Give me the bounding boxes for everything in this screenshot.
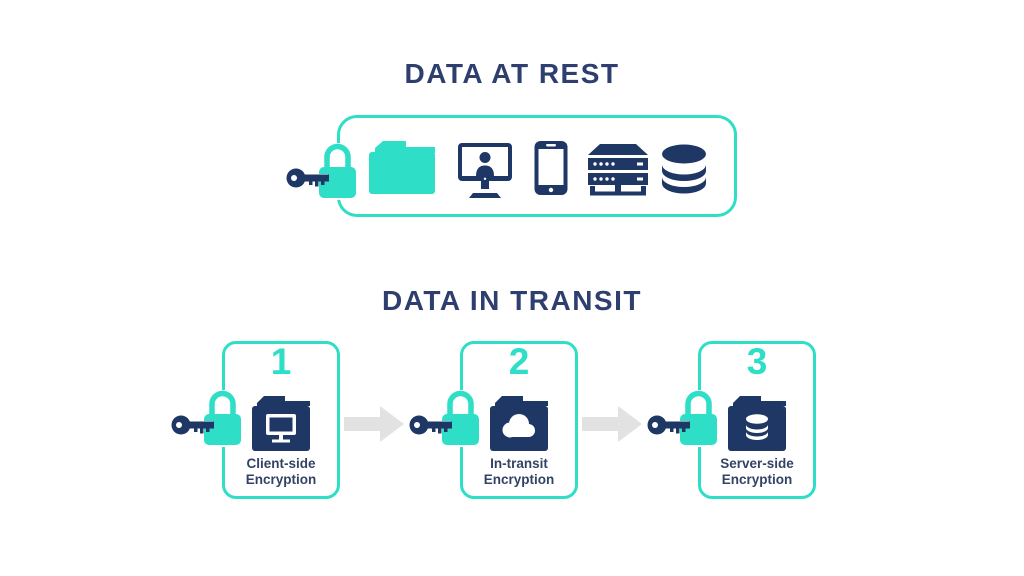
step-label: Client-side Encryption xyxy=(245,456,317,487)
lock-key-icon xyxy=(171,383,245,447)
lock-key-icon xyxy=(286,136,360,200)
step-number: 2 xyxy=(508,341,530,382)
server-icon xyxy=(588,143,648,196)
step-number: 3 xyxy=(746,341,768,382)
database-icon xyxy=(660,144,708,194)
smartphone-icon xyxy=(533,140,569,196)
data-at-rest-title: DATA AT REST xyxy=(404,58,620,89)
step-label: In-transit Encryption xyxy=(483,456,555,487)
folder-icon xyxy=(363,138,441,196)
data-in-transit-title: DATA IN TRANSIT xyxy=(382,285,642,316)
lock-key-icon xyxy=(409,383,483,447)
folder-desktop-icon xyxy=(247,393,315,454)
step-number: 1 xyxy=(270,341,292,382)
arrow-right-icon xyxy=(582,404,644,444)
arrow-right-icon xyxy=(344,404,406,444)
folder-cloud-icon xyxy=(485,393,553,454)
folder-database-icon xyxy=(723,393,791,454)
desktop-user-icon xyxy=(457,141,513,198)
step-label: Server-side Encryption xyxy=(720,456,794,487)
lock-key-icon xyxy=(647,383,721,447)
